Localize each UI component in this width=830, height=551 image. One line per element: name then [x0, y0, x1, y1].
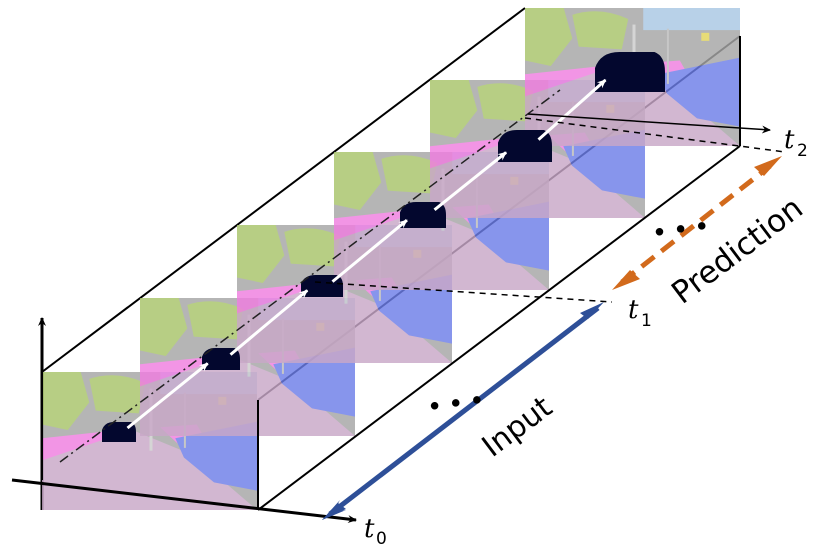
svg-text:t: t	[784, 125, 795, 155]
trajectory-arrows	[126, 78, 607, 430]
svg-text:t: t	[628, 295, 639, 325]
prediction-label: Prediction	[665, 190, 810, 311]
svg-text:2: 2	[797, 141, 808, 161]
t1-label: t 1	[628, 295, 652, 331]
t1-marker-line	[314, 281, 613, 303]
svg-text:1: 1	[641, 311, 652, 331]
input-ellipsis: •••	[425, 385, 493, 424]
t2-label: t 2	[784, 125, 808, 161]
trajectory-arrow	[126, 362, 209, 430]
time-axis	[11, 478, 357, 524]
trajectory-arrow	[331, 219, 408, 283]
prediction-arrow	[612, 156, 782, 290]
time-axis-far	[527, 113, 771, 134]
frames-group	[42, 8, 740, 510]
input-arrow	[322, 302, 604, 520]
trajectory-arrow	[229, 289, 309, 356]
prediction-ellipsis: •••	[650, 211, 718, 250]
svg-text:0: 0	[376, 529, 387, 549]
time-markers	[314, 117, 786, 303]
frame	[525, 8, 740, 146]
trajectory-arrow	[433, 151, 508, 211]
trajectory-arrow	[537, 78, 607, 141]
vehicle-mask	[595, 52, 665, 92]
trajectory-centerline	[59, 89, 561, 463]
t0-label: t 0	[364, 514, 387, 549]
svg-text:t: t	[364, 514, 375, 544]
